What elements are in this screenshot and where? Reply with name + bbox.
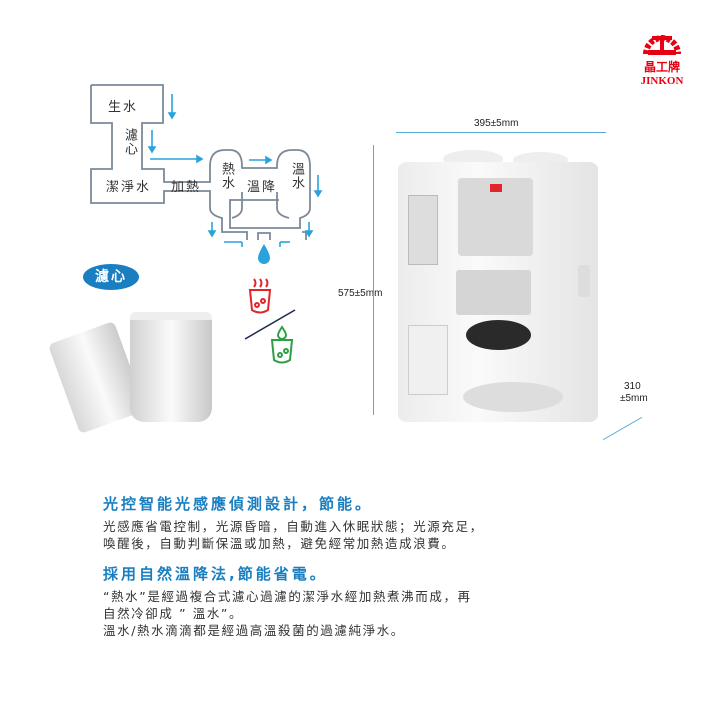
flow-warm-water: 溫水	[289, 162, 304, 190]
section-2-line-2: 自然冷卻成 ” 溫水”。	[103, 606, 244, 621]
filter-cartridge-front	[130, 312, 212, 422]
flow-cooling: 溫降	[247, 180, 278, 195]
section-2-title: 採用自然溫降法,節能省電。	[103, 565, 328, 583]
warm-cup-icon	[270, 325, 294, 364]
depth-line	[602, 416, 643, 441]
section-1-line-1: 光感應省電控制，光源昏暗，自動進入休眠狀態；光源充足，	[103, 519, 484, 534]
brand-logo: 晶工牌 JINKON	[632, 24, 692, 94]
width-line	[396, 132, 606, 133]
flow-hot-water: 熱水	[219, 162, 234, 190]
flow-heating: 加熱	[171, 180, 202, 195]
section-1-title: 光控智能光感應偵測設計，節能。	[103, 495, 374, 513]
flow-clean-water: 潔淨水	[106, 180, 152, 195]
control-panel	[458, 178, 533, 256]
depth-dimension-tol: ±5mm	[620, 393, 648, 404]
flow-arrows	[147, 94, 323, 247]
hot-cup-icon	[248, 278, 272, 314]
logo-en: JINKON	[640, 75, 684, 87]
section-1-line-2: 喚醒後，自動判斷保溫或加熱，避免經常加熱造成浪費。	[103, 536, 456, 551]
water-drop-icon	[258, 244, 270, 264]
water-dispenser-image	[398, 150, 603, 422]
divider-line	[244, 309, 296, 340]
depth-dimension-value: 310	[624, 381, 641, 392]
section-2-line-1: “熱水”是經過複合式濾心過濾的潔淨水經加熱煮沸而成，再	[103, 589, 472, 604]
height-line	[373, 145, 374, 415]
logo-cn: 晶工牌	[643, 60, 680, 74]
gear-logo-icon	[643, 35, 681, 55]
cup-icons	[244, 278, 296, 364]
filter-badge: 濾心	[83, 264, 139, 290]
section-2-line-3: 溫水/熱水滴滴都是經過高溫殺菌的過濾純淨水。	[103, 623, 405, 638]
flow-raw-water: 生水	[108, 100, 139, 115]
flow-diagram	[90, 84, 323, 264]
flow-filter: 濾心	[122, 128, 137, 156]
height-dimension: 575±5mm	[338, 288, 383, 299]
width-dimension: 395±5mm	[474, 118, 519, 129]
